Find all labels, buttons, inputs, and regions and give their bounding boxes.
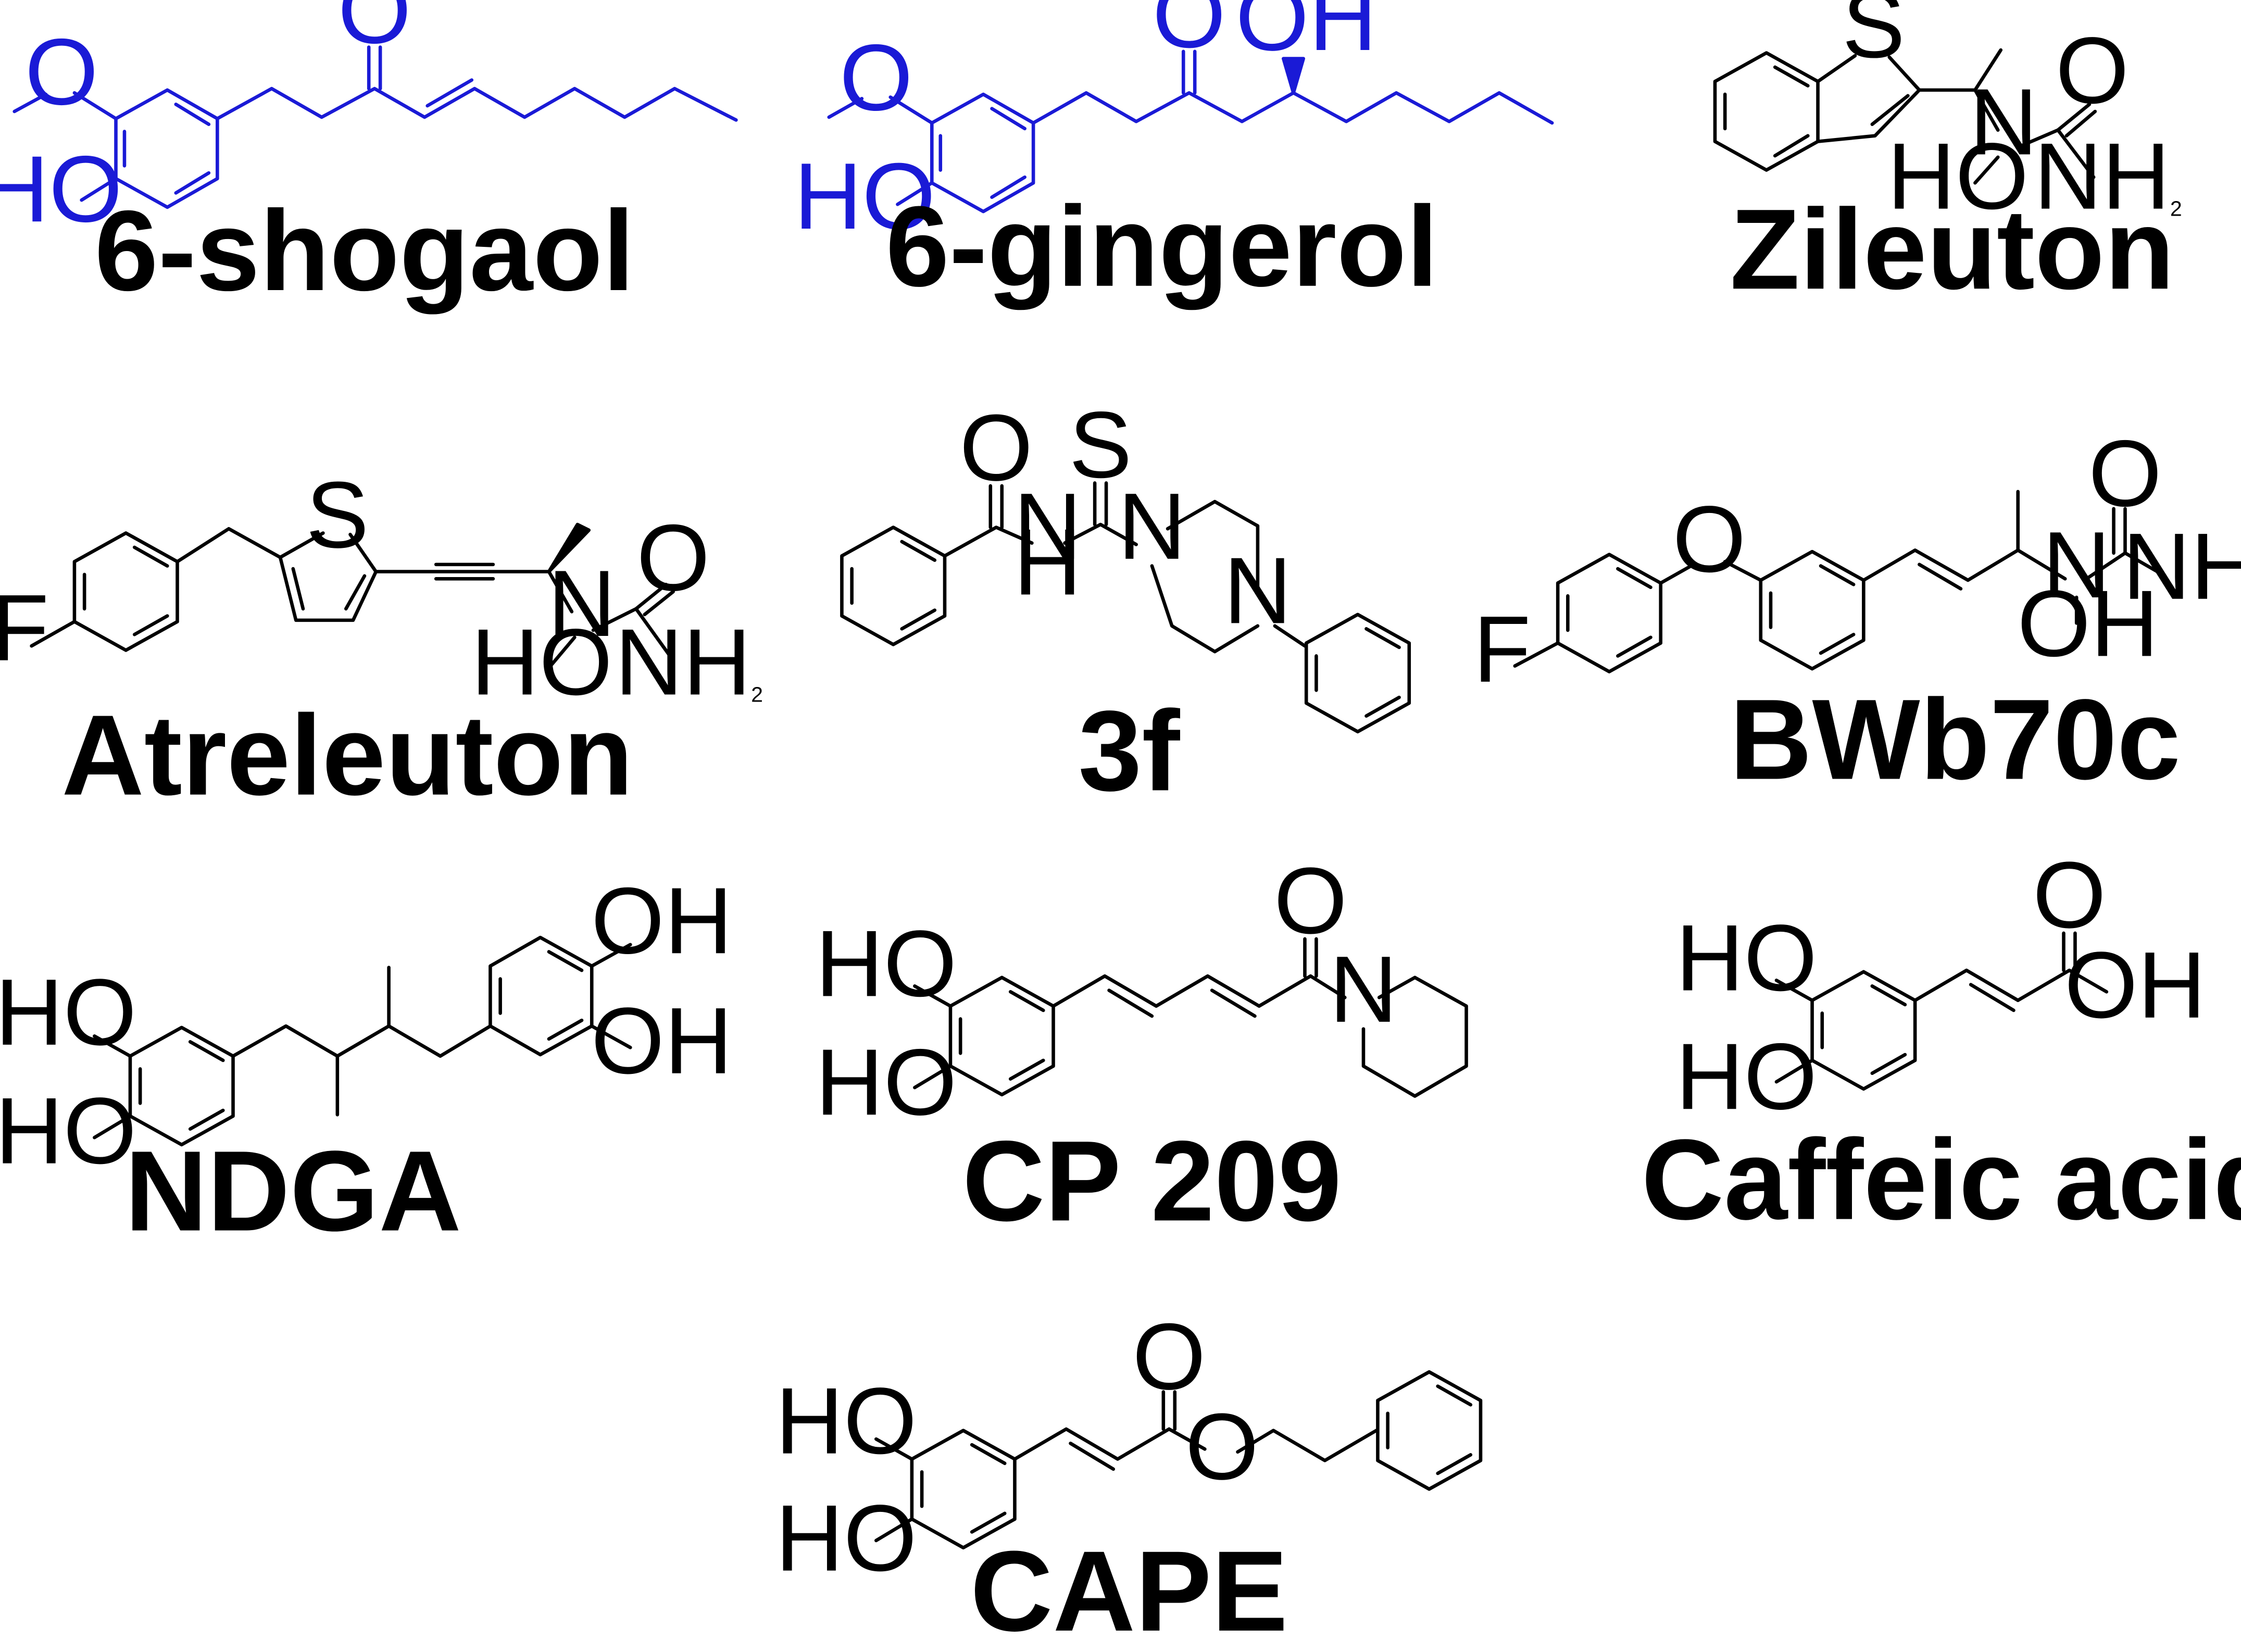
atom-label-o: O [25, 19, 98, 124]
structure-caffeic-acid [1774, 931, 2109, 1091]
structure-zileuton [1713, 48, 2097, 185]
compound-cape: HO HO O O [775, 1304, 1483, 1591]
atom-label-oh: OH [2064, 933, 2206, 1038]
atom-label-ho: HO [0, 136, 122, 242]
atom-label-h: H [1013, 509, 1082, 615]
compound-caption: 3f [1078, 686, 1180, 815]
compound-bwb70c: F O N O NH2 OH [1473, 421, 2241, 702]
atom-label-ho: HO [471, 610, 612, 715]
atom-label-oh: OH [2017, 571, 2159, 676]
compound-caption: CP 209 [962, 1117, 1342, 1245]
atom-label-oh: OH [591, 988, 733, 1094]
compound-caption: CAPE [970, 1527, 1288, 1652]
structure-6-gingerol [827, 49, 1554, 214]
structure-ndga [93, 935, 632, 1147]
compound-caption: 6-shogaol [95, 186, 635, 315]
structure-atreleuton [30, 522, 675, 667]
atom-label-ho: HO [0, 960, 136, 1065]
atom-label-n: N [1118, 474, 1186, 579]
atom-label-o: O [1274, 848, 1347, 954]
compound-atreleuton: F S N O HO NH2 [0, 462, 763, 715]
atom-label-o: O [1185, 1394, 1259, 1499]
atom-label-s: S [306, 462, 369, 568]
atom-label-s: S [1842, 0, 1905, 78]
structure-cp-209 [913, 937, 1468, 1098]
atom-label-o: O [338, 0, 411, 63]
atom-label-o: O [1673, 487, 1746, 592]
atom-label-ho: HO [1676, 906, 1818, 1011]
atom-label-n: N [1970, 69, 2038, 174]
structure-3f [840, 481, 1411, 734]
compound-cp-209: HO HO O N [816, 848, 1468, 1135]
compound-caption: NDGA [125, 1127, 461, 1255]
structure-bwb70c [1513, 490, 2164, 673]
atom-label-f: F [0, 575, 49, 681]
atom-label-o: O [959, 395, 1033, 500]
compound-caffeic-acid: HO HO O OH [1676, 843, 2206, 1129]
atom-label-o: O [2056, 18, 2129, 123]
atom-label-o: O [2088, 421, 2162, 526]
compound-caption: Caffeic acid [1642, 1116, 2241, 1244]
compound-caption: BWb70c [1730, 675, 2181, 803]
compound-3f: O S N H N N [840, 392, 1411, 734]
atom-label-ho: HO [1676, 1024, 1818, 1129]
atom-label-ho: HO [816, 911, 957, 1017]
compound-6-gingerol: O HO O OH [794, 0, 1554, 249]
atom-label-ho: HO [1887, 124, 2029, 229]
atom-label-s: S [1069, 392, 1132, 497]
atom-label-nh2: NH2 [2122, 514, 2241, 619]
compound-6-shogaol: O HO O [0, 0, 738, 242]
atom-label-nh2: NH2 [2034, 124, 2182, 229]
atom-label-ho: HO [794, 144, 936, 249]
atom-label-f: F [1473, 597, 1531, 702]
atom-label-o: O [2033, 843, 2106, 948]
atom-label-o: O [636, 505, 710, 610]
atom-label-ho: HO [775, 1369, 917, 1474]
structure-6-shogaol [12, 45, 738, 209]
atom-label-o: O [1132, 1304, 1206, 1409]
compound-caption: 6-gingerol [886, 182, 1438, 310]
atom-label-n: N [1330, 937, 1398, 1042]
atom-label-n: N [548, 551, 616, 656]
atom-label-n: N [2043, 512, 2111, 618]
atom-label-ho: HO [0, 1079, 136, 1184]
atom-label-ho: HO [816, 1030, 957, 1135]
structure-cape [874, 1370, 1483, 1549]
atom-label-n: N [1013, 474, 1082, 579]
compound-caption: Atreleuton [61, 691, 633, 819]
compound-caption: Zileuton [1730, 185, 2174, 313]
compound-zileuton: S N O HO NH2 [1713, 0, 2182, 229]
atom-label-oh: OH [591, 868, 733, 973]
compound-ndga: HO HO OH OH [0, 868, 733, 1183]
atom-label-oh: OH [1235, 0, 1377, 70]
atom-label-nh2: NH2 [615, 610, 763, 715]
atom-label-o: O [840, 25, 913, 130]
atom-label-n: N [1224, 538, 1292, 643]
atom-label-o: O [1153, 0, 1226, 68]
atom-label-ho: HO [775, 1486, 917, 1591]
